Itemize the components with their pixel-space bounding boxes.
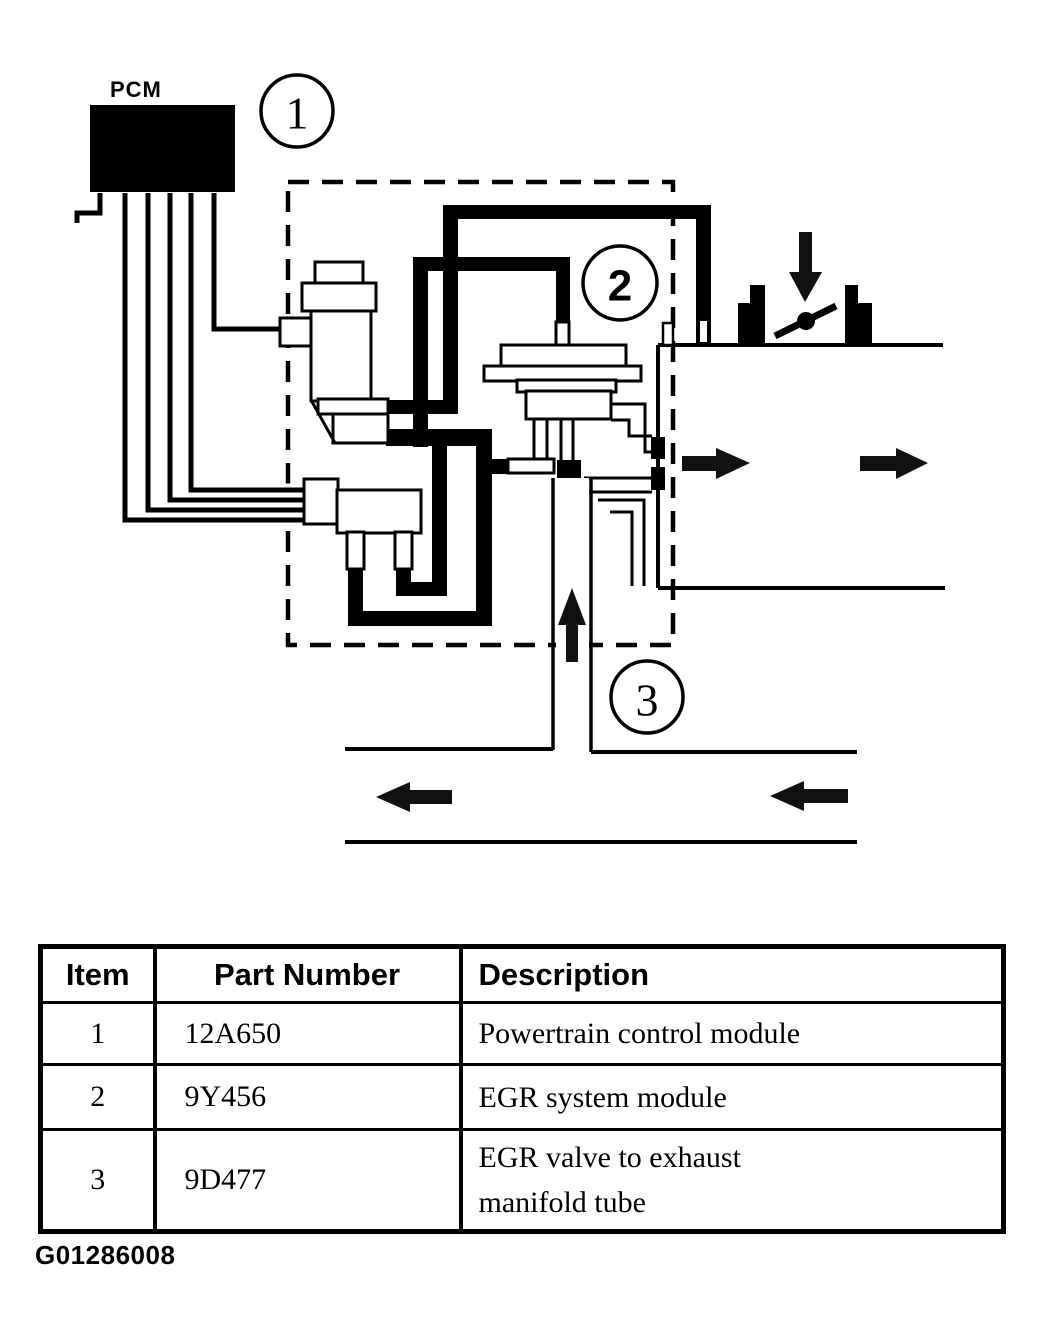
pcm-wire-1 bbox=[122, 193, 306, 523]
parts-table-header-row: Item Part Number Description bbox=[38, 944, 1006, 1004]
pcm-wire-4 bbox=[188, 193, 306, 493]
egr-valve bbox=[482, 320, 643, 421]
description-line: EGR valve to exhaust bbox=[478, 1141, 741, 1174]
airflow-arrow-right-2 bbox=[860, 448, 928, 479]
throttle-bore-left-block bbox=[738, 285, 765, 345]
pcm-wire-3 bbox=[167, 193, 306, 503]
airflow-arrow-right-1 bbox=[682, 448, 750, 479]
egr-valve-port-bar bbox=[506, 457, 556, 475]
vacuum-regulator-solenoid bbox=[278, 260, 390, 445]
throttle-bore-right-block bbox=[845, 285, 872, 345]
cell-part-number: 9D477 bbox=[152, 1128, 463, 1234]
description-line: EGR system module bbox=[478, 1080, 727, 1114]
description-line: Powertrain control module bbox=[478, 1017, 801, 1050]
cell-item: 1 bbox=[38, 1001, 157, 1066]
egr-valve-stem bbox=[554, 320, 571, 348]
egr-flow-arrow-up bbox=[558, 588, 586, 662]
parts-table: Item Part Number Description 1 12A650 Po… bbox=[38, 944, 1006, 1234]
pcm-ground-hook bbox=[74, 193, 103, 223]
vacuum-tubes bbox=[348, 205, 711, 626]
cell-description: EGR system module bbox=[458, 1063, 1006, 1131]
intake-manifold-outline bbox=[656, 343, 945, 590]
cell-description: Powertrain control module bbox=[458, 1001, 1006, 1066]
pcm-wire-2 bbox=[145, 193, 306, 513]
egr-valve-pipes bbox=[532, 402, 652, 586]
description-line-2: manifold tube bbox=[478, 1186, 646, 1219]
callout-1-badge: 1 bbox=[259, 73, 335, 149]
figure-id: G01286008 bbox=[35, 1240, 176, 1270]
table-row: 2 9Y456 EGR system module bbox=[38, 1063, 1006, 1131]
header-item: Item bbox=[38, 944, 157, 1004]
cell-item: 2 bbox=[38, 1063, 157, 1131]
header-part-number: Part Number bbox=[152, 944, 463, 1004]
cell-part-number: 9Y456 bbox=[152, 1063, 463, 1131]
exhaust-pipe-outline bbox=[345, 747, 857, 844]
callout-1-number: 1 bbox=[286, 88, 309, 139]
cell-item: 3 bbox=[38, 1128, 157, 1234]
pcm-label: PCM bbox=[110, 77, 162, 102]
callout-3-badge: 3 bbox=[609, 659, 685, 735]
table-row: 3 9D477 EGR valve to exhaust manifold tu… bbox=[38, 1128, 1006, 1234]
throttle-inlet-arrow-down bbox=[789, 232, 822, 302]
pcm-box bbox=[90, 105, 235, 192]
table-row: 1 12A650 Powertrain control module bbox=[38, 1001, 1006, 1066]
callout-3-number: 3 bbox=[636, 675, 659, 726]
callout-2-badge: 2 bbox=[581, 244, 659, 322]
cell-description: EGR valve to exhaust manifold tube bbox=[458, 1128, 1006, 1234]
exhaust-arrow-left-1 bbox=[376, 782, 452, 812]
cell-part-number: 12A650 bbox=[152, 1001, 463, 1066]
header-description: Description bbox=[458, 944, 1006, 1004]
solenoid-connector bbox=[302, 477, 340, 526]
egr-system-diagram: PCM 1 2 3 bbox=[74, 73, 945, 844]
callout-2-number: 2 bbox=[608, 262, 632, 311]
throttle-body bbox=[738, 285, 872, 345]
solenoid-electrical-port bbox=[278, 316, 313, 348]
flow-arrows bbox=[376, 232, 928, 812]
manifold-connection-blocks bbox=[651, 437, 665, 490]
throttle-plate-pivot bbox=[797, 312, 815, 330]
egr-valve-port-block bbox=[557, 460, 581, 478]
exhaust-arrow-left-2 bbox=[770, 781, 848, 811]
pcm-wires bbox=[74, 193, 306, 523]
vent-solenoid bbox=[302, 477, 423, 571]
pcm-wire-5 bbox=[211, 193, 282, 332]
egr-module-dashed-boundary bbox=[285, 179, 676, 648]
manifold-port-stub bbox=[661, 321, 675, 347]
